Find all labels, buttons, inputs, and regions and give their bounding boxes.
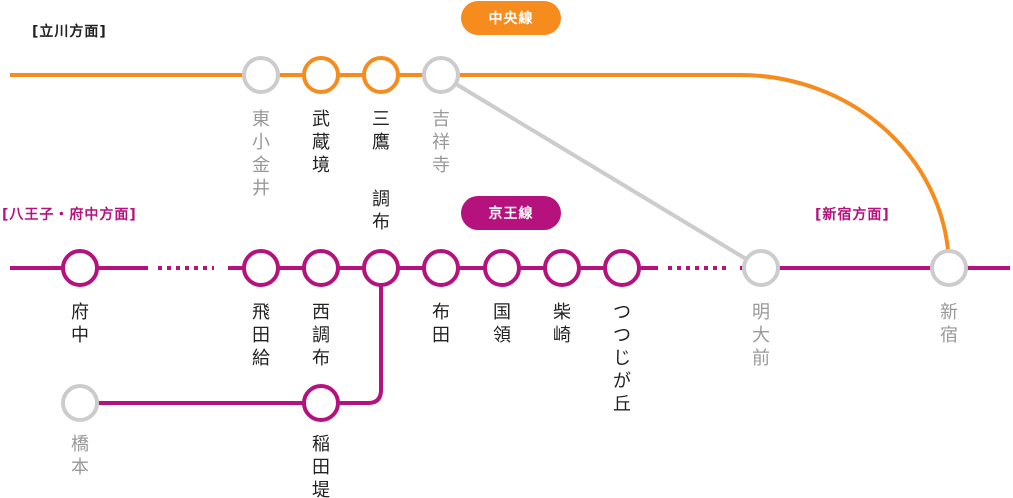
- direction-hachioji-fuchu: [八王子・府中方面]: [2, 206, 137, 223]
- station-tobitakyu-label: 飛田給: [252, 302, 270, 369]
- station-meidaimae-label: 明大前: [752, 302, 770, 369]
- station-shibasaki-marker[interactable]: [543, 249, 581, 287]
- station-markers: [61, 56, 968, 422]
- direction-shinjuku: [新宿方面]: [815, 206, 890, 223]
- station-higashikoganei-marker[interactable]: [242, 56, 280, 94]
- station-higashikoganei-label: 東小金井: [252, 109, 270, 199]
- station-labels: 東小金井 武蔵境 三鷹 吉祥寺 調布 府中 飛田給 西調布 布田 国領 柴崎 つ…: [71, 109, 958, 498]
- station-tobitakyu-marker[interactable]: [242, 249, 280, 287]
- station-shinjuku-marker[interactable]: [930, 249, 968, 287]
- chuo-line: [10, 73, 951, 270]
- station-mitaka-marker[interactable]: [362, 56, 400, 94]
- station-hashimoto-marker[interactable]: [61, 384, 99, 422]
- station-chofu-label: 調布: [372, 189, 390, 233]
- chuo-line-badge: 中央線: [461, 1, 561, 35]
- keio-sagamihara-line: [80, 268, 383, 405]
- station-hashimoto-label: 橋本: [71, 434, 89, 478]
- station-fuchu-label: 府中: [71, 302, 89, 346]
- inokashira-line: [439, 73, 763, 270]
- station-inadazutsumi-label: 稲田堤: [312, 434, 330, 498]
- station-musashisakai-label: 武蔵境: [312, 109, 330, 176]
- station-tsutsujigaoka-marker[interactable]: [603, 249, 641, 287]
- route-lines: [10, 73, 1010, 405]
- station-fuda-marker[interactable]: [422, 249, 460, 287]
- station-musashisakai-marker[interactable]: [302, 56, 340, 94]
- station-kokuryo-marker[interactable]: [483, 249, 521, 287]
- station-shibasaki-label: 柴崎: [553, 302, 571, 346]
- station-fuchu-marker[interactable]: [61, 249, 99, 287]
- chuo-line-name: 中央線: [489, 10, 534, 27]
- station-nishichofu-label: 西調布: [312, 302, 330, 369]
- direction-tachikawa: [立川方面]: [32, 23, 107, 40]
- station-nishichofu-marker[interactable]: [302, 249, 340, 287]
- keio-line-name: 京王線: [489, 205, 534, 222]
- station-mitaka-label: 三鷹: [372, 109, 390, 153]
- station-meidaimae-marker[interactable]: [742, 249, 780, 287]
- station-inadazutsumi-marker[interactable]: [302, 384, 340, 422]
- station-tsutsujigaoka-label: つつじが丘: [613, 302, 631, 415]
- station-chofu-marker[interactable]: [362, 249, 400, 287]
- station-fuda-label: 布田: [432, 302, 450, 346]
- station-kokuryo-label: 国領: [493, 302, 511, 346]
- station-kichijoji-marker[interactable]: [422, 56, 460, 94]
- keio-line-badge: 京王線: [461, 196, 561, 230]
- station-shinjuku-label: 新宿: [940, 302, 958, 346]
- station-kichijoji-label: 吉祥寺: [432, 109, 450, 176]
